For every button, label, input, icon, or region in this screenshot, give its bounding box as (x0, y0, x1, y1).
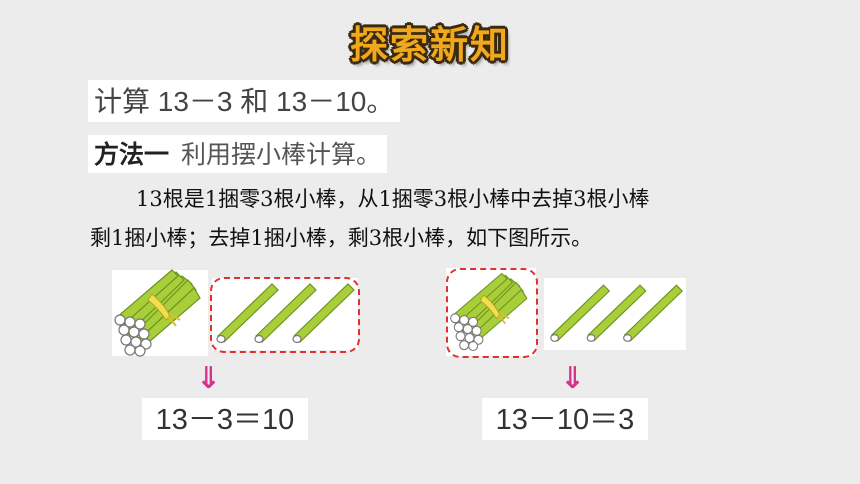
left-down-arrow: ⇓ (196, 361, 222, 396)
right-bundle-icon (450, 272, 528, 352)
slide-title: 探索新知 (349, 22, 510, 67)
explanation-paragraph: 13根是1捆零3根小棒，从1捆零3根小棒中去掉3根小棒 剩1捆小棒；去掉1捆小棒… (90, 180, 810, 258)
method-label: 方法一 (94, 141, 170, 169)
left-bundle-icon (114, 269, 201, 357)
method-text: 利用摆小棒计算。 (181, 141, 382, 169)
left-equation: 13－3＝10 (142, 398, 308, 440)
problem-statement: 计算 13－3 和 13－10。 (88, 80, 401, 122)
right-down-arrow: ⇓ (560, 361, 586, 396)
right-loose-sticks-icon (550, 284, 683, 342)
right-equation: 13－10＝3 (482, 398, 648, 440)
left-loose-sticks-icon (216, 283, 355, 344)
left-dashed-selection (210, 277, 360, 353)
explanation-line-2: 剩1捆小棒；去掉1捆小棒，剩3根小棒，如下图所示。 (90, 226, 593, 250)
right-dashed-selection (446, 268, 538, 358)
explanation-line-1: 13根是1捆零3根小棒，从1捆零3根小棒中去掉3根小棒 (136, 187, 650, 211)
method-line: 方法一利用摆小棒计算。 (88, 135, 388, 173)
